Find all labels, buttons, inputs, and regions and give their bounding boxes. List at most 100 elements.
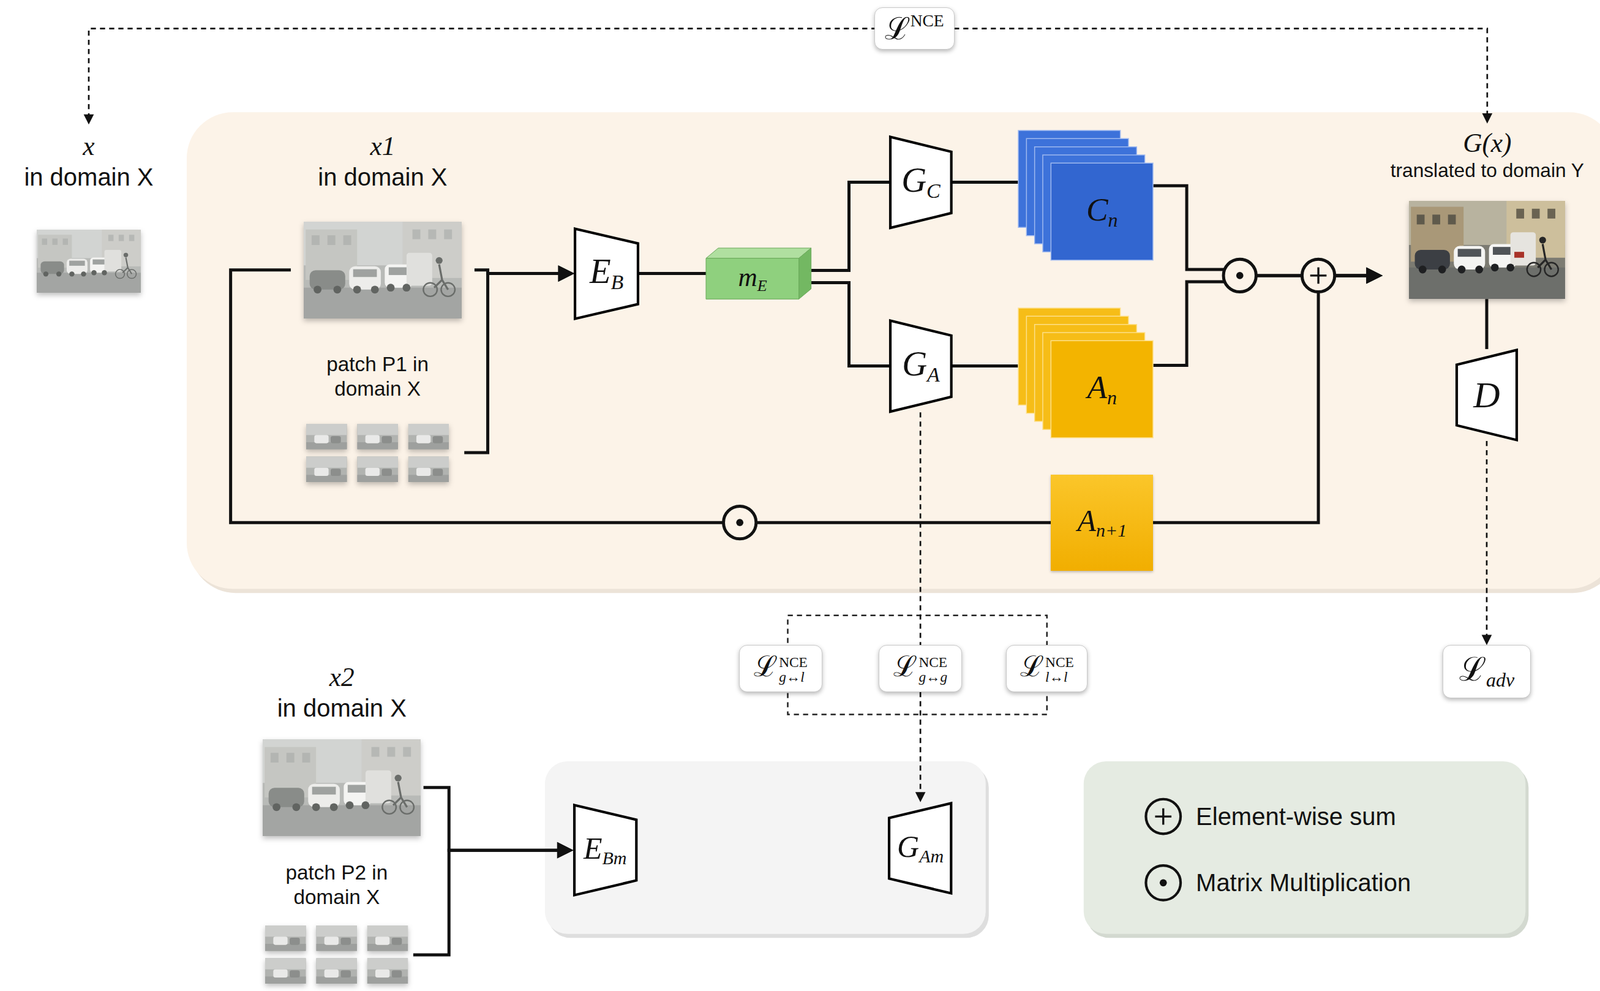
math-sub: C	[926, 179, 941, 203]
label-text: Cn	[1086, 193, 1119, 230]
attention-mask: An+1	[1050, 474, 1154, 571]
output-image: G(x)translated to domain Y	[1382, 127, 1593, 299]
math-base: G	[901, 344, 928, 383]
math-base: E	[589, 252, 612, 291]
math-base: A	[1086, 368, 1108, 406]
connector	[1481, 440, 1493, 645]
label-text: GAm	[897, 830, 944, 866]
connector-line	[1485, 298, 1489, 350]
math-sup: NCE	[1045, 654, 1075, 670]
edge-label-box: ℒNCE	[874, 7, 955, 50]
connector-line	[423, 787, 564, 850]
connector	[1153, 267, 1383, 366]
math-sup: NCE	[918, 654, 948, 670]
math-base: ℒ	[893, 649, 918, 683]
node-shape	[1018, 307, 1154, 438]
label-text: mE	[737, 263, 767, 294]
math-sup: NCE	[778, 654, 808, 670]
label-text: ℒNCEg↔l	[753, 652, 808, 685]
math-base: ℒ	[884, 11, 911, 47]
label-text: x2	[329, 661, 355, 694]
arrow-head	[915, 791, 926, 803]
connector	[952, 181, 1019, 183]
connector-line	[1153, 275, 1373, 366]
math-scripts: NCEg↔l	[778, 654, 808, 685]
connector-line	[88, 28, 1488, 119]
connector-line	[811, 282, 890, 367]
connector	[920, 412, 921, 645]
input-image: x2in domain X	[260, 661, 424, 836]
connector	[952, 365, 1019, 367]
connector-line	[811, 181, 890, 271]
label-text: ℒadv	[1459, 653, 1515, 690]
connector	[464, 265, 575, 453]
connector-line	[952, 180, 1019, 184]
photo-illustration	[262, 739, 421, 836]
connector	[413, 841, 574, 955]
input-image: xin domain X	[12, 130, 166, 293]
legend-matmul-symbol	[1145, 865, 1181, 901]
photo-illustration	[306, 423, 449, 482]
math-base: G	[897, 829, 920, 864]
label-text: x	[82, 130, 95, 163]
math-sub: adv	[1486, 668, 1515, 691]
loss-box: ℒNCEl↔l	[1006, 644, 1088, 692]
connector	[811, 282, 890, 367]
connector	[1153, 185, 1383, 284]
math-base: ℒ	[753, 649, 778, 683]
label-text: ℒNCE	[884, 12, 945, 45]
math-sub: B	[611, 270, 624, 294]
label-text: D	[1473, 376, 1500, 414]
legend-sum-symbol	[1145, 799, 1181, 834]
connector-line	[464, 273, 565, 453]
math-sub: E	[757, 276, 768, 294]
math-base: C	[1086, 191, 1109, 228]
encoder-block: EB	[574, 227, 639, 320]
label-text: EB	[589, 254, 624, 293]
matmul-symbol	[1223, 259, 1256, 292]
connector-line	[919, 412, 922, 645]
legend-row: Matrix Multiplication	[1195, 867, 1411, 898]
math-base: E	[583, 830, 603, 866]
connector-line	[1153, 185, 1373, 276]
label-text: patch P1 in domain X	[290, 352, 465, 402]
math-base: ℒ	[1020, 649, 1045, 683]
connector	[423, 787, 574, 859]
arrow-head	[558, 265, 575, 282]
label-text: EBm	[583, 832, 628, 868]
math-base: A	[1077, 503, 1097, 538]
loss-box: ℒadv	[1442, 644, 1531, 699]
matmul-symbol	[723, 505, 757, 539]
photo-illustration	[1408, 200, 1566, 299]
label-text: GA	[901, 346, 940, 386]
label-text: GC	[901, 162, 941, 202]
label-text: in domain X	[317, 162, 447, 192]
generator-block: GC	[889, 135, 953, 230]
generator-block: GA	[889, 319, 953, 413]
math-sub: l↔l	[1045, 669, 1075, 684]
generator-panel	[186, 112, 1600, 589]
connector-line	[1486, 440, 1488, 639]
encoder-block: EBm	[573, 803, 637, 896]
connector-line	[919, 691, 922, 797]
connector-line	[413, 849, 564, 955]
arrow-head	[557, 841, 574, 859]
connector	[1153, 267, 1383, 523]
discriminator-block: D	[1456, 349, 1518, 441]
node-shape	[1018, 130, 1154, 261]
label-text: in domain X	[277, 693, 407, 723]
legend-row: Element-wise sum	[1195, 801, 1397, 831]
arrow-head	[558, 265, 575, 282]
patch-grid: patch P2 in domain X	[260, 860, 414, 985]
connector	[811, 181, 890, 271]
math-sub: n	[1107, 386, 1117, 409]
legend-panel	[1083, 761, 1526, 934]
content-stack: Cn	[1018, 130, 1154, 261]
label-text: patch P2 in domain X	[260, 860, 414, 910]
label-text: G(x)	[1462, 127, 1512, 160]
label-text: Matrix Multiplication	[1195, 867, 1411, 898]
photo-illustration	[303, 221, 462, 319]
loss-box: ℒNCEg↔l	[739, 644, 823, 692]
